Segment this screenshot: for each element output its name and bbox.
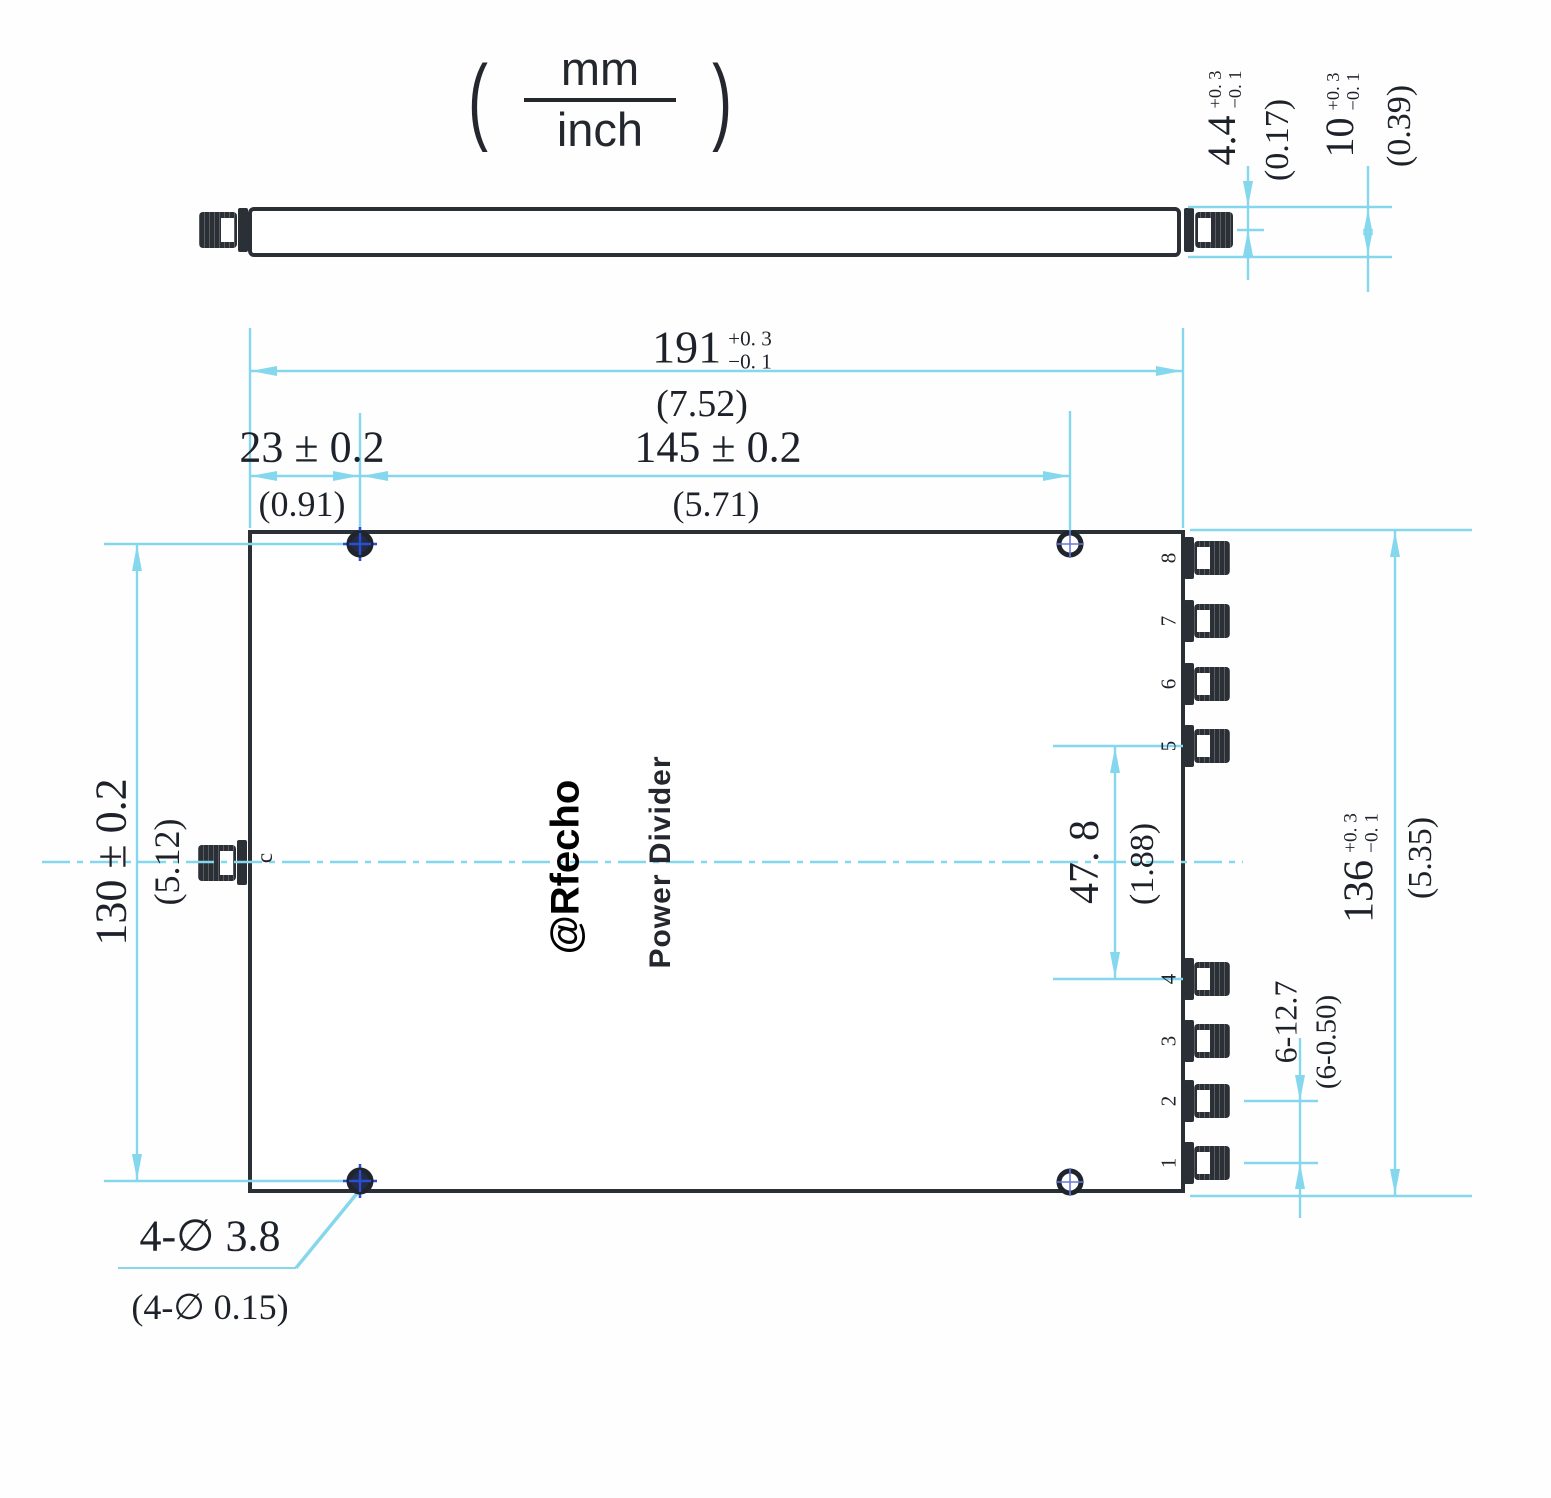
connector-thread <box>1194 1084 1230 1118</box>
dim-145-inch: (5.71) <box>672 484 760 524</box>
connector-notch <box>1197 547 1210 569</box>
output-connector-4 <box>1183 958 1233 1000</box>
output-connector-1 <box>1183 1142 1233 1184</box>
side-view-body <box>248 207 1181 257</box>
dim-136-inch: (5.35) <box>1402 816 1439 900</box>
port-label-2: 2 <box>1156 1095 1181 1107</box>
output-connector-2 <box>1183 1080 1233 1122</box>
connector-flange <box>238 208 248 252</box>
dim-6-12-7-inch: (6-0.50) <box>1310 994 1343 1090</box>
input-port-label: c <box>252 852 277 864</box>
dim-130-inch: (5.12) <box>147 818 187 906</box>
connector-notch <box>1197 673 1210 695</box>
dim-4-4-mm: 4.4+0. 3−0. 1 <box>1198 70 1245 166</box>
connector-flange <box>1184 725 1194 767</box>
units-inch-label: inch <box>556 103 644 157</box>
connector-notch <box>1197 968 1210 990</box>
port-label-7: 7 <box>1156 615 1181 627</box>
port-label-8: 8 <box>1156 552 1181 564</box>
output-connector-3 <box>1183 1020 1233 1062</box>
port-label-1: 1 <box>1156 1157 1181 1169</box>
connector-flange <box>1184 663 1194 705</box>
port-label-4: 4 <box>1156 973 1181 985</box>
connector-flange <box>1184 600 1194 642</box>
connector-notch <box>221 218 234 242</box>
dim-holes-inch: (4-∅ 0.15) <box>131 1287 289 1327</box>
connector-flange <box>1184 1142 1194 1184</box>
connector-notch <box>1197 610 1210 632</box>
connector-notch <box>1197 735 1210 757</box>
dim-47-8-inch: (1.88) <box>1124 822 1161 906</box>
port-label-3: 3 <box>1156 1035 1181 1047</box>
dim-4-4-inch: (0.17) <box>1259 98 1296 182</box>
output-connector-6 <box>1183 663 1233 705</box>
fraction-line <box>523 98 676 103</box>
dim-10-mm: 10+0. 3−0. 1 <box>1316 72 1363 158</box>
dim-23-inch: (0.91) <box>258 484 346 524</box>
dim-47-8-mm: 47. 8 <box>1062 820 1108 904</box>
dim-130-mm: 130 ± 0.2 <box>86 778 136 946</box>
dim-23-mm: 23 ± 0.2 <box>239 422 385 472</box>
units-fraction: mm inch <box>523 42 676 157</box>
output-connector-7 <box>1183 600 1233 642</box>
dim-191-mm: 191+0. 3−0. 1 <box>652 321 772 374</box>
dimension-arrowheads <box>132 181 1400 1195</box>
dim-holes-mm: 4-∅ 3.8 <box>139 1211 281 1261</box>
dim-6-12-7-mm: 6-12.7 <box>1267 980 1304 1064</box>
dim-136-mm: 136+0. 3−0. 1 <box>1336 813 1383 923</box>
side-view-left-connector <box>197 206 251 254</box>
connector-notch <box>1197 1030 1210 1052</box>
product-name-label: Power Divider <box>644 755 677 969</box>
watermark: @Rfecho <box>543 779 588 955</box>
connector-flange <box>1184 537 1194 579</box>
connector-flange <box>1184 1020 1194 1062</box>
output-connector-5 <box>1183 725 1233 767</box>
side-view-right-connector <box>1183 206 1237 254</box>
connector-flange <box>1184 208 1194 252</box>
connector-flange <box>1184 1080 1194 1122</box>
connector-notch <box>1198 218 1211 242</box>
units-legend: ( mm inch ) <box>462 42 738 157</box>
dim-145-mm: 145 ± 0.2 <box>634 422 802 472</box>
connector-flange <box>1184 958 1194 1000</box>
mounting-holes <box>343 527 1084 1198</box>
connector-thread <box>1194 1146 1230 1180</box>
port-label-6: 6 <box>1156 678 1181 690</box>
extension-and-dimension-lines <box>104 166 1472 1270</box>
open-paren: ( <box>468 45 488 153</box>
close-paren: ) <box>712 45 732 153</box>
output-connector-8 <box>1183 537 1233 579</box>
dim-191-inch: (7.52) <box>656 383 748 425</box>
connector-notch <box>1197 1152 1210 1174</box>
dim-10-inch: (0.39) <box>1381 84 1418 168</box>
port-label-5: 5 <box>1156 740 1181 752</box>
units-mm-label: mm <box>560 42 640 95</box>
connector-notch <box>1197 1090 1210 1112</box>
